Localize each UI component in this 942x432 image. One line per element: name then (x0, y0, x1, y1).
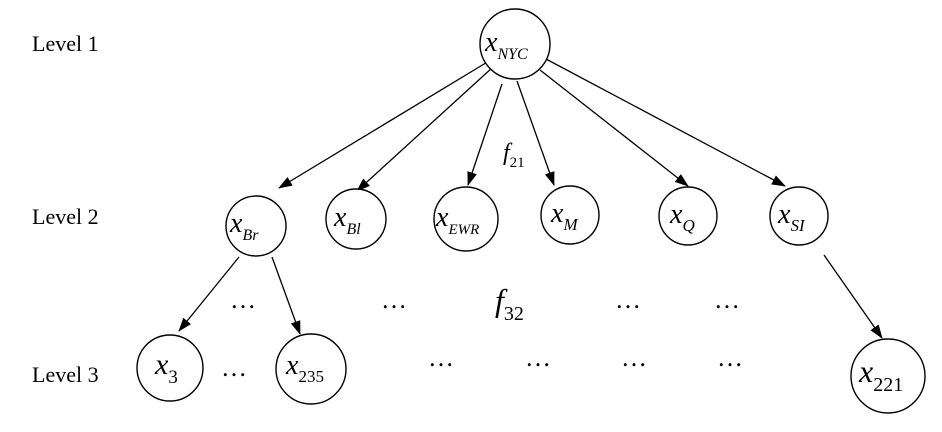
node-x3-label: x3 (154, 348, 178, 388)
node-x235 (275, 333, 347, 405)
node-bl-label: xBl (333, 202, 361, 238)
edge-br-x3 (178, 256, 240, 332)
ellipsis-q-children-right: … (714, 285, 741, 314)
level-3-label: Level 3 (32, 362, 99, 387)
nodes (136, 8, 926, 414)
ellipsis-level3-1: … (428, 343, 455, 372)
ellipses: … … … … … … … … … (221, 285, 744, 382)
edge-nyc-si (545, 58, 786, 187)
node-m-label: xM (550, 198, 578, 234)
edge-nyc-bl (356, 66, 494, 192)
edge-nyc-ewr (467, 83, 503, 186)
node-labels: xNYC xBr xBl xEWR xM xQ xSI x3 x235 x221 (154, 27, 903, 396)
node-nyc-label: xNYC (484, 27, 528, 63)
node-nyc (479, 8, 551, 80)
node-si-label: xSI (777, 199, 806, 235)
level-labels: Level 1 Level 2 Level 3 (32, 31, 99, 387)
ellipsis-q-children-left: … (615, 285, 642, 314)
node-x235-label: x235 (285, 350, 324, 386)
edge-si-x221 (823, 254, 883, 339)
ellipsis-level3-x3-x235: … (221, 353, 248, 382)
edges (178, 58, 883, 339)
ellipsis-level3-4: … (717, 343, 744, 372)
node-bl (325, 188, 387, 250)
ellipsis-level3-3: … (621, 343, 648, 372)
edge-br-x235 (271, 256, 301, 335)
ellipsis-bl-children: … (381, 285, 408, 314)
ellipsis-level3-2: … (525, 343, 552, 372)
node-br-label: xBr (229, 208, 259, 244)
level-1-label: Level 1 (32, 31, 99, 56)
node-ewr-label: xEWR (435, 202, 479, 238)
node-x221-label: x221 (858, 353, 903, 396)
edge-nyc-q (539, 69, 689, 187)
factor-f32-label: f32 (495, 282, 524, 325)
level-2-label: Level 2 (32, 204, 99, 229)
node-q-label: xQ (669, 199, 695, 235)
node-x3 (136, 334, 204, 402)
node-x221 (850, 338, 926, 414)
node-ewr (433, 186, 499, 252)
edge-nyc-br (278, 60, 490, 189)
node-m (540, 185, 600, 245)
factor-f21-label: f21 (503, 140, 525, 171)
ellipsis-br-children: … (230, 285, 257, 314)
node-q (658, 186, 718, 246)
node-si (769, 186, 829, 246)
node-br (225, 195, 287, 257)
factor-labels: f21 f32 (495, 140, 525, 325)
edge-nyc-m (516, 80, 555, 186)
